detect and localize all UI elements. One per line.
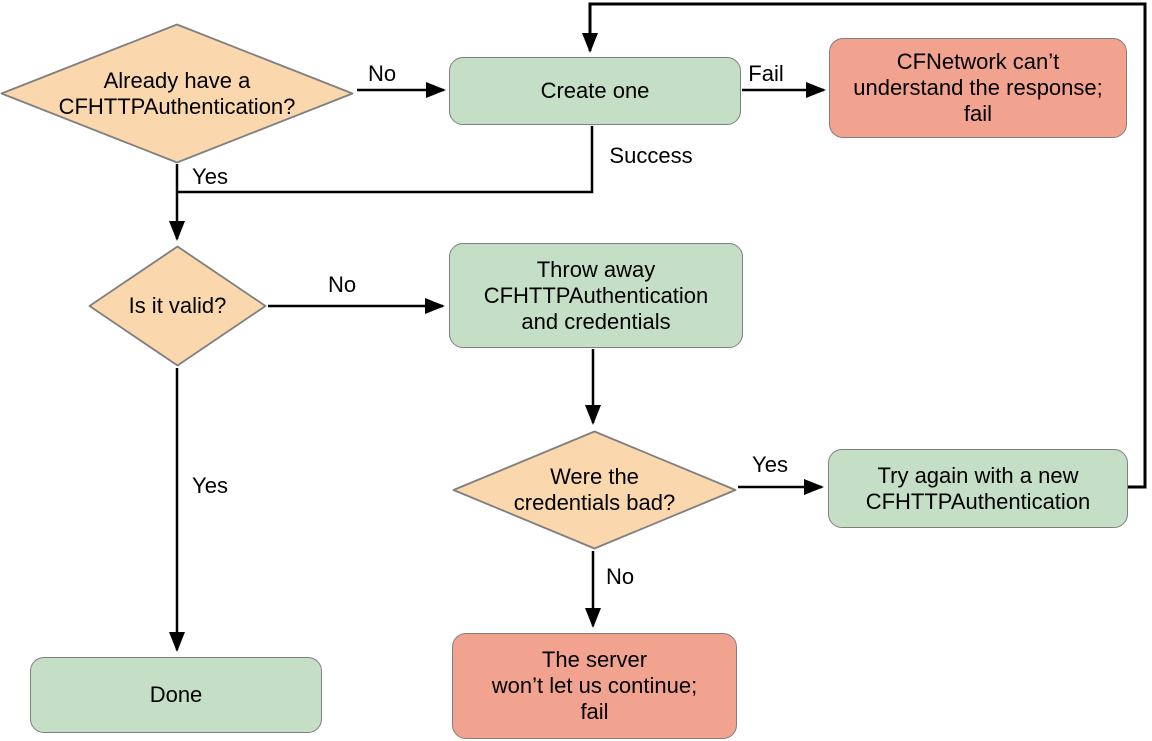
- decision-is-it-valid-label: Is it valid?: [129, 293, 227, 319]
- diamond-shape-icon: [452, 430, 737, 550]
- node-text-line: and credentials: [521, 308, 671, 334]
- node-text-line: understand the response;: [853, 75, 1103, 100]
- node-text-line: CFHTTPAuthentication: [483, 282, 709, 308]
- node-text-line: CFHTTPAuthentication: [865, 488, 1091, 514]
- node-text-line: Throw away: [536, 256, 656, 282]
- edge-yes-to-try-again-label: Yes: [752, 452, 788, 477]
- edge-success-merge: [178, 126, 594, 194]
- node-text-line: won’t let us continue;: [491, 673, 698, 698]
- edge-loop-tryagain-to-create: [582, 2, 1147, 489]
- node-text-line: fail: [963, 101, 993, 126]
- edge-yes-to-is-valid-label: Yes: [192, 164, 228, 189]
- node-text-line: Try again with a new: [877, 462, 1079, 488]
- edge-yes-to-done-label: Yes: [192, 473, 228, 498]
- node-text-line: The server: [541, 647, 648, 672]
- node-text-line: CFHTTPAuthentication?: [58, 93, 296, 119]
- process-create-one-label: Create one: [541, 78, 650, 104]
- diamond-shape-icon: [0, 23, 354, 164]
- process-done-label: Done: [150, 682, 203, 708]
- node-text-line: Done: [149, 682, 203, 707]
- node-text-line: Create one: [540, 78, 650, 103]
- node-text-line: Is it valid?: [128, 293, 227, 318]
- node-text-line: CFNetwork can’t: [896, 49, 1060, 74]
- diamond-shape-icon: [88, 245, 267, 367]
- process-create-one: Create one: [449, 57, 741, 125]
- process-done: Done: [30, 657, 322, 733]
- edge-no-to-server-fail-label: No: [605, 564, 635, 589]
- decision-is-it-valid: Is it valid?: [88, 245, 267, 367]
- edge-fail-to-cfnetwork-label: Fail: [748, 61, 784, 86]
- edge-no-to-create-one-label: No: [367, 61, 397, 86]
- node-text-line: Were the: [550, 464, 639, 489]
- node-text-line: credentials bad?: [513, 490, 676, 515]
- edge-success-merge-label: Success: [609, 143, 693, 168]
- node-text-line: Already have a: [103, 67, 251, 93]
- node-text-line: fail: [580, 699, 609, 724]
- edge-no-to-throw-away-label: No: [327, 272, 357, 297]
